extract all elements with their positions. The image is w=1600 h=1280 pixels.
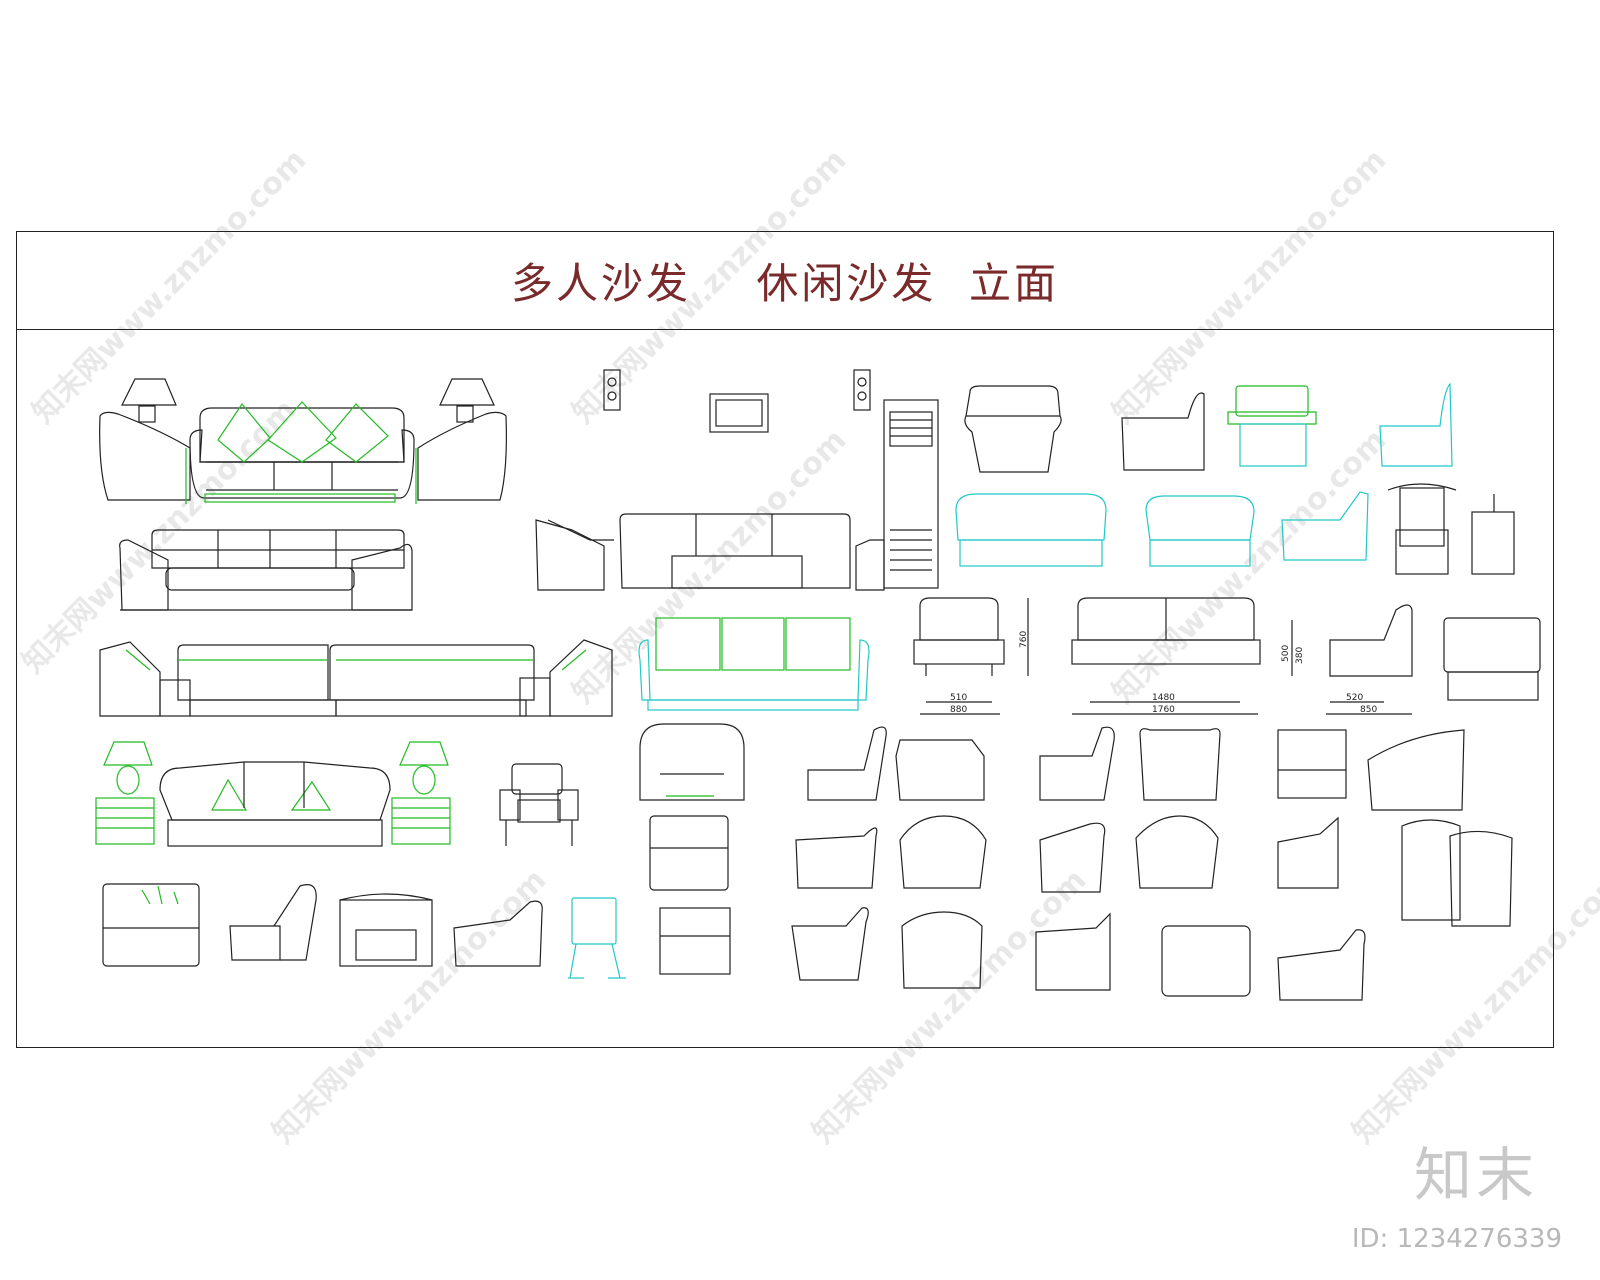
sofa-set-1 [99,378,507,501]
sofa-3-seat [119,529,413,611]
decor-items [603,369,939,589]
dim-side-depth-outer: 850 [1360,705,1377,715]
sofa-cyan-1 [638,639,870,711]
dim-single-width-outer: 880 [950,705,967,715]
brand-logo: 知末 [1413,1141,1538,1209]
title-bar: 多人沙发 休闲沙发 立面 [17,232,1553,330]
sheet-title: 多人沙发 休闲沙发 立面 [510,259,1060,308]
dim-side-seat-height: 380 [1295,647,1305,664]
armchair-cyan-1 [1239,382,1453,467]
sofas-cyan-row [955,491,1369,567]
armchair-green-1 [1227,385,1317,425]
armchair-grid [639,723,1465,1001]
chair-cyan-1 [568,897,626,979]
armchair-small [499,763,579,846]
chinese-chairs [1387,483,1515,927]
lamps-green [95,741,451,845]
sheet-frame: 多人沙发 休闲沙发 立面 [16,231,1554,1048]
dimension-sofas [913,597,1541,715]
armchairs-right-top [964,385,1205,473]
cushions-green [185,401,417,504]
dim-single-height: 760 [1019,631,1029,648]
chairs-row-5 [102,883,543,967]
sofa-classic [159,761,391,847]
dim-single-width-inner: 510 [950,693,967,703]
dim-double-width-inner: 1480 [1152,693,1175,703]
sofa-set-2 [535,513,885,591]
sofa-green-cushions [655,617,851,671]
dim-double-width-outer: 1760 [1152,705,1175,715]
armchair-green-detail [141,795,714,905]
sofa-sectional [99,639,613,717]
image-id: ID: 1234276339 [1351,1224,1562,1254]
sectional-green [125,649,587,671]
dim-side-depth-inner: 520 [1346,693,1363,703]
dim-side-height: 500 [1281,645,1291,662]
